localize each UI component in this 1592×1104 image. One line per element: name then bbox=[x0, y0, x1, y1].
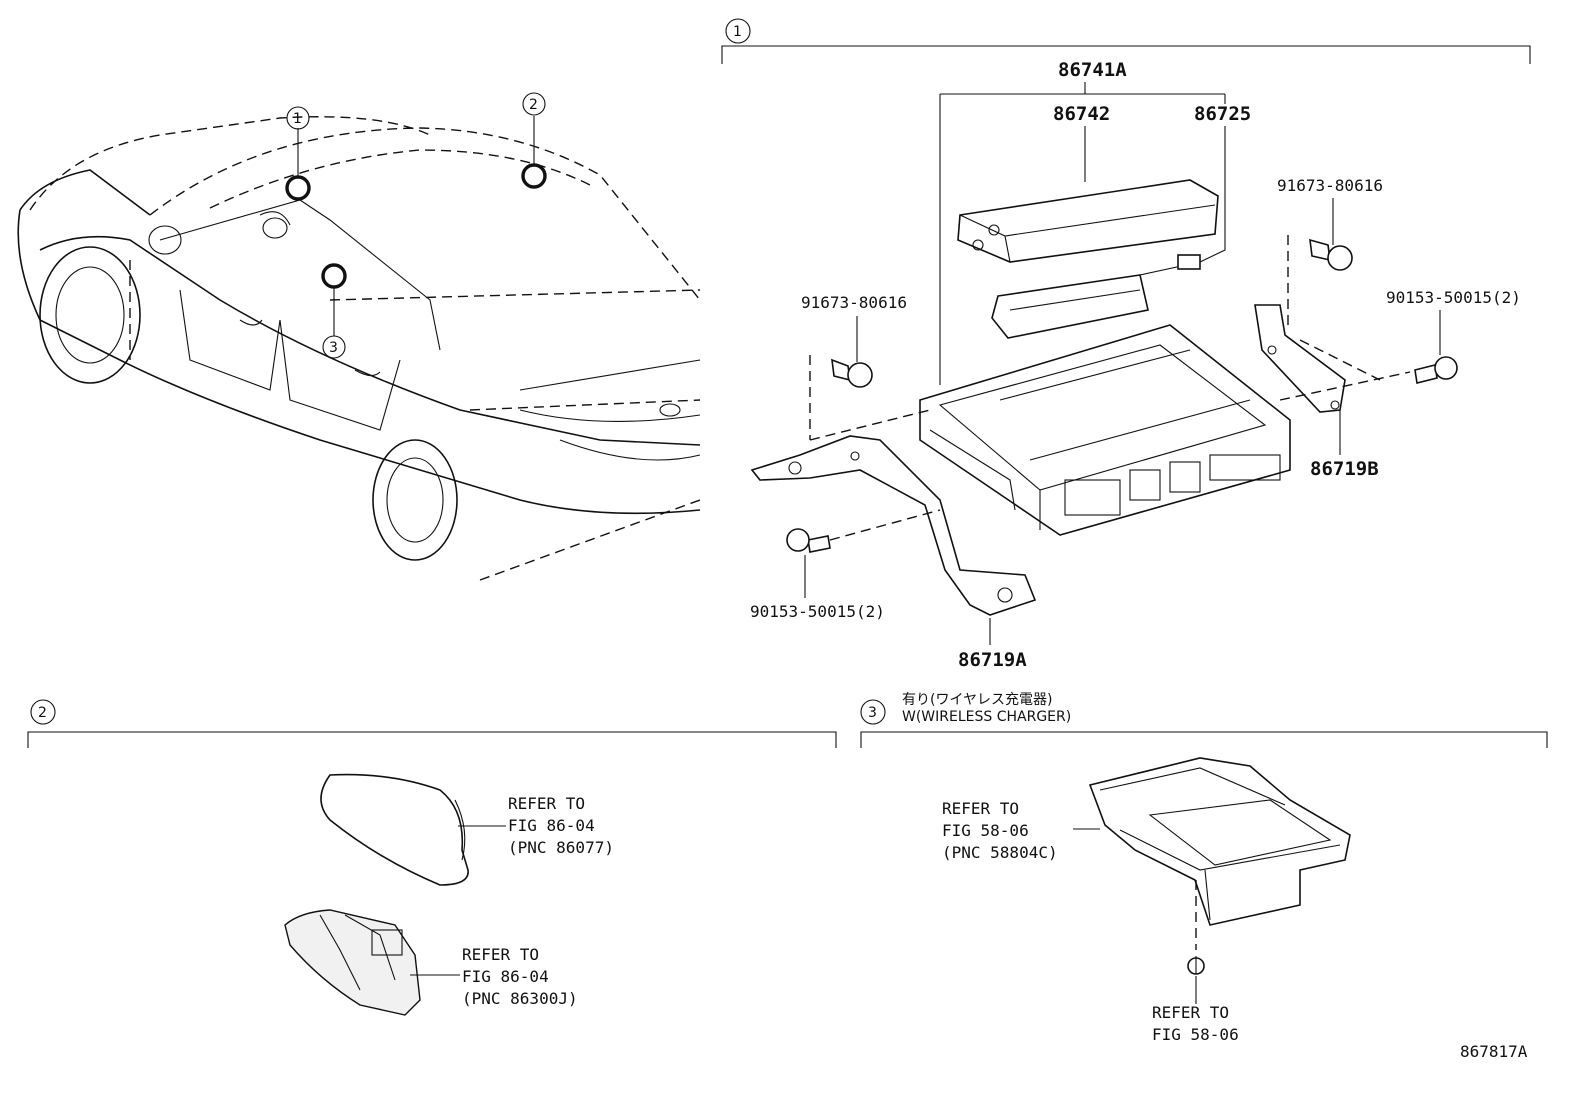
antenna-base-ref-line1: REFER TO bbox=[462, 945, 539, 964]
part-86741A: 86741A bbox=[1058, 59, 1127, 81]
part-90153-50015-right: 90153-50015(2) bbox=[1386, 288, 1521, 307]
antenna-base-ref-line2: FIG 86-04 bbox=[462, 967, 549, 986]
screw-icon bbox=[1309, 238, 1353, 271]
section-3: 3 有り(ワイヤレス充電器) W(WIRELESS CHARGER) REFER… bbox=[860, 692, 1548, 1044]
car-callout-2: 2 bbox=[529, 97, 538, 113]
section-2: 2 REFER TO FIG 86-04 (PNC 86077) REFER T… bbox=[27, 699, 837, 1016]
locator-marker-2 bbox=[521, 163, 547, 189]
callout-circle-1 bbox=[286, 106, 310, 130]
section-1: 1 86741A 86742 86725 8671 bbox=[721, 18, 1531, 671]
part-86742: 86742 bbox=[1053, 103, 1110, 125]
antenna-cover-ref-line1: REFER TO bbox=[508, 794, 585, 813]
callout-circle-2 bbox=[522, 92, 546, 116]
antenna-cover-icon bbox=[320, 773, 469, 886]
section1-bracket bbox=[721, 45, 1531, 64]
car-overview: 1 2 3 bbox=[17, 92, 701, 581]
part-91673-80616-left: 91673-80616 bbox=[801, 293, 907, 312]
antenna-cover-ref-line3: (PNC 86077) bbox=[508, 838, 614, 857]
section3-bracket bbox=[860, 731, 1548, 748]
section1-callout: 1 bbox=[733, 24, 742, 40]
section3-title-jp: 有り(ワイヤレス充電器) bbox=[902, 692, 1053, 708]
figure-id: 867817A bbox=[1460, 1042, 1528, 1061]
part-86725: 86725 bbox=[1194, 103, 1251, 125]
section3-callout-circle bbox=[860, 699, 886, 725]
part-86719A: 86719A bbox=[958, 649, 1027, 671]
section2-callout: 2 bbox=[38, 705, 47, 721]
section3-callout: 3 bbox=[868, 705, 877, 721]
locator-marker-1 bbox=[285, 175, 311, 201]
part-86719B: 86719B bbox=[1310, 458, 1379, 480]
part-90153-50015-left: 90153-50015(2) bbox=[750, 602, 885, 621]
screw-ref-line1: REFER TO bbox=[1152, 1003, 1229, 1022]
antenna-base-icon bbox=[284, 909, 421, 1016]
section2-callout-circle bbox=[30, 699, 56, 725]
part-91673-80616-right: 91673-80616 bbox=[1277, 176, 1383, 195]
bolt-icon bbox=[786, 528, 831, 553]
bolt-icon bbox=[1414, 356, 1458, 384]
car-callout-3: 3 bbox=[329, 340, 338, 356]
antenna-base-ref-line3: (PNC 86300J) bbox=[462, 989, 578, 1008]
car-callout-1: 1 bbox=[293, 111, 302, 127]
screw-icon bbox=[831, 358, 873, 388]
section2-bracket bbox=[27, 731, 837, 748]
wireless-charger-icon bbox=[1088, 757, 1351, 926]
section1-callout-circle bbox=[725, 18, 751, 44]
antenna-cover-ref-line2: FIG 86-04 bbox=[508, 816, 595, 835]
callout-circle-3 bbox=[322, 335, 346, 359]
screw-icon bbox=[1187, 956, 1205, 975]
section3-title-en: W(WIRELESS CHARGER) bbox=[902, 709, 1071, 725]
screw-ref-line2: FIG 58-06 bbox=[1152, 1025, 1239, 1044]
charger-ref-line2: FIG 58-06 bbox=[942, 821, 1029, 840]
locator-marker-3 bbox=[321, 263, 347, 289]
charger-ref-line3: (PNC 58804C) bbox=[942, 843, 1058, 862]
charger-ref-line1: REFER TO bbox=[942, 799, 1019, 818]
